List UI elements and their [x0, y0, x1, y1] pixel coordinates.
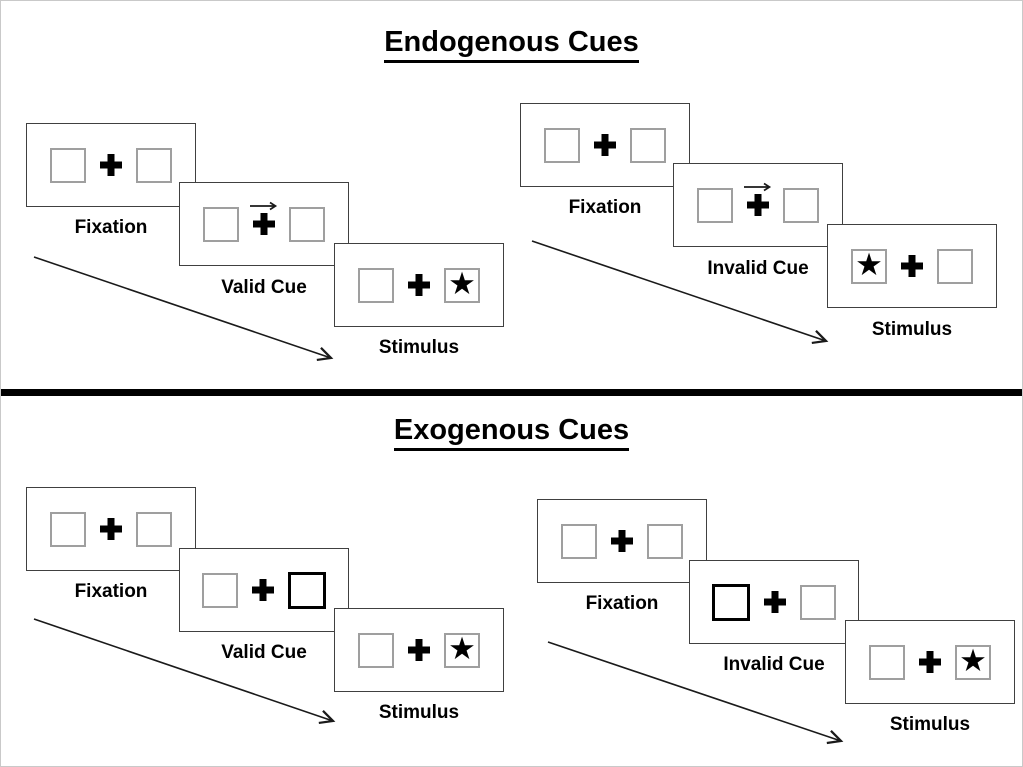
fixation-cross-icon [100, 154, 122, 176]
right-box [136, 511, 172, 547]
right-box: ★ [955, 642, 991, 680]
fixation-cross-icon [747, 194, 769, 216]
panel-label: Invalid Cue [707, 258, 809, 279]
panel-label: Fixation [585, 593, 659, 614]
left-box [358, 632, 394, 668]
stimulus-panel: ★ [827, 224, 997, 308]
fixation-cross-icon [252, 579, 274, 601]
right-box: ★ [444, 630, 480, 668]
timeline-arrow-icon [547, 641, 844, 745]
right-box-highlighted [288, 571, 326, 609]
left-box [50, 511, 86, 547]
target-star-icon: ★ [448, 265, 476, 302]
panel-label: Stimulus [378, 337, 460, 358]
right-box [937, 248, 973, 284]
fixation-panel [537, 499, 707, 583]
panel-label: Fixation [74, 581, 148, 602]
invalid-cue-panel [673, 163, 843, 247]
fixation-cross-icon [919, 651, 941, 673]
fixation-cross-icon [594, 134, 616, 156]
timeline-arrow-icon [33, 256, 334, 362]
panel-label: Fixation [74, 217, 148, 238]
right-box [800, 584, 836, 620]
left-box [869, 644, 905, 680]
left-box [358, 267, 394, 303]
stimulus-panel: ★ [334, 608, 504, 692]
panel-label: Stimulus [889, 714, 971, 735]
section-title-endogenous: Endogenous Cues [1, 25, 1022, 63]
left-box [561, 523, 597, 559]
fixation-cross-icon [253, 213, 275, 235]
cue-arrow-icon [744, 182, 772, 192]
right-box [647, 523, 683, 559]
cue-arrow-icon [250, 201, 278, 211]
panel-label: Valid Cue [221, 277, 307, 298]
fixation-cross-icon [764, 591, 786, 613]
target-star-icon: ★ [448, 630, 476, 667]
panel-label: Stimulus [871, 319, 953, 340]
fixation-panel [26, 123, 196, 207]
fixation-cross-icon [901, 255, 923, 277]
timeline-arrow-icon [33, 618, 336, 725]
right-box [630, 127, 666, 163]
panel-label: Fixation [568, 197, 642, 218]
invalid-cue-panel [689, 560, 859, 644]
section-divider [1, 389, 1022, 396]
fixation-panel [26, 487, 196, 571]
left-box [544, 127, 580, 163]
left-box [697, 187, 733, 223]
panel-label: Stimulus [378, 702, 460, 723]
left-box [202, 572, 238, 608]
timeline-arrow-icon [531, 240, 829, 345]
target-star-icon: ★ [959, 642, 987, 679]
fixation-panel [520, 103, 690, 187]
stimulus-panel: ★ [845, 620, 1015, 704]
right-box [136, 147, 172, 183]
target-star-icon: ★ [855, 246, 883, 283]
right-box [783, 187, 819, 223]
left-box: ★ [851, 246, 887, 284]
stimulus-panel: ★ [334, 243, 504, 327]
panel-label: Invalid Cue [723, 654, 825, 675]
panel-label: Valid Cue [221, 642, 307, 663]
valid-cue-panel [179, 548, 349, 632]
fixation-cross-icon [100, 518, 122, 540]
valid-cue-panel [179, 182, 349, 266]
right-box [289, 206, 325, 242]
left-box [203, 206, 239, 242]
left-box-highlighted [712, 583, 750, 621]
right-box: ★ [444, 265, 480, 303]
section-title-exogenous: Exogenous Cues [1, 413, 1022, 451]
fixation-cross-icon [611, 530, 633, 552]
fixation-cross-icon [408, 639, 430, 661]
left-box [50, 147, 86, 183]
fixation-cross-icon [408, 274, 430, 296]
